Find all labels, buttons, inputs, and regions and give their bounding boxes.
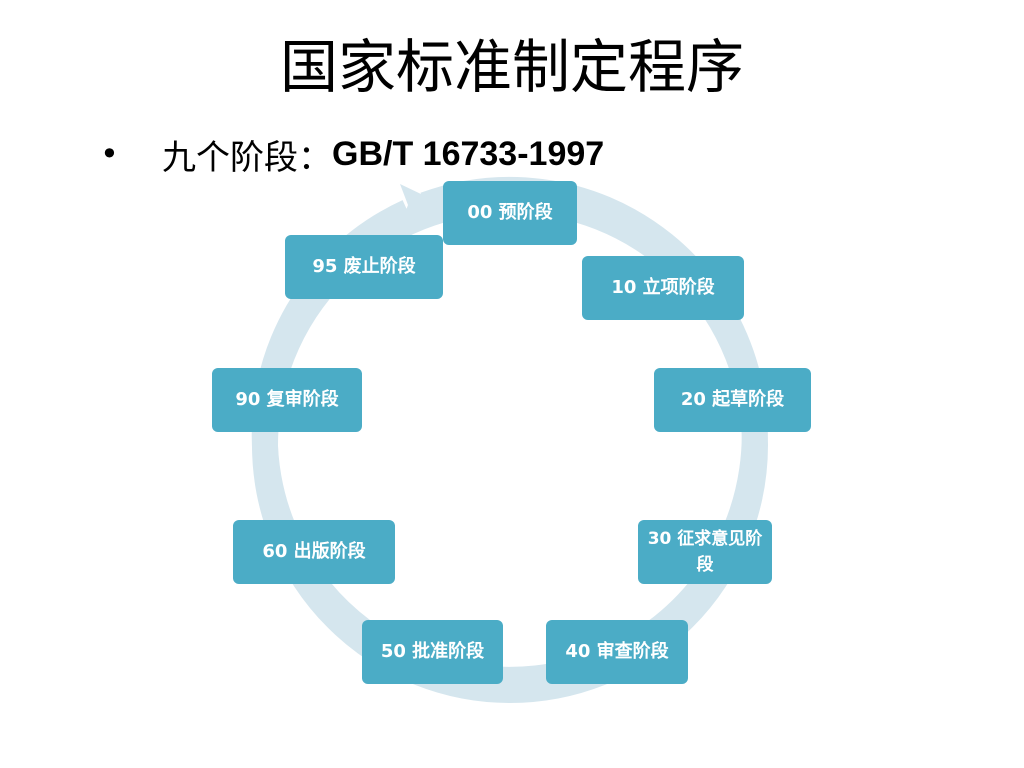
bullet-item: • 九个阶段： GB/T 16733-1997 — [100, 128, 604, 180]
stage-box-10: 10 立项阶段 — [582, 256, 744, 320]
cycle-arrow-head — [400, 184, 444, 226]
stage-box-90: 90 复审阶段 — [212, 368, 362, 432]
stage-box-20: 20 起草阶段 — [654, 368, 811, 432]
stage-box-40: 40 审查阶段 — [546, 620, 688, 684]
slide-title: 国家标准制定程序 — [279, 33, 744, 101]
standard-code: GB/T 16733-1997 — [332, 134, 605, 173]
stage-box-00: 00 预阶段 — [443, 181, 577, 245]
stage-box-95: 95 废止阶段 — [285, 235, 443, 299]
bullet-marker: • — [100, 135, 119, 173]
stage-box-50: 50 批准阶段 — [362, 620, 503, 684]
stage-box-30: 30 征求意见阶段 — [638, 520, 772, 584]
bullet-text: 九个阶段： — [162, 137, 332, 178]
stage-box-60: 60 出版阶段 — [233, 520, 395, 584]
